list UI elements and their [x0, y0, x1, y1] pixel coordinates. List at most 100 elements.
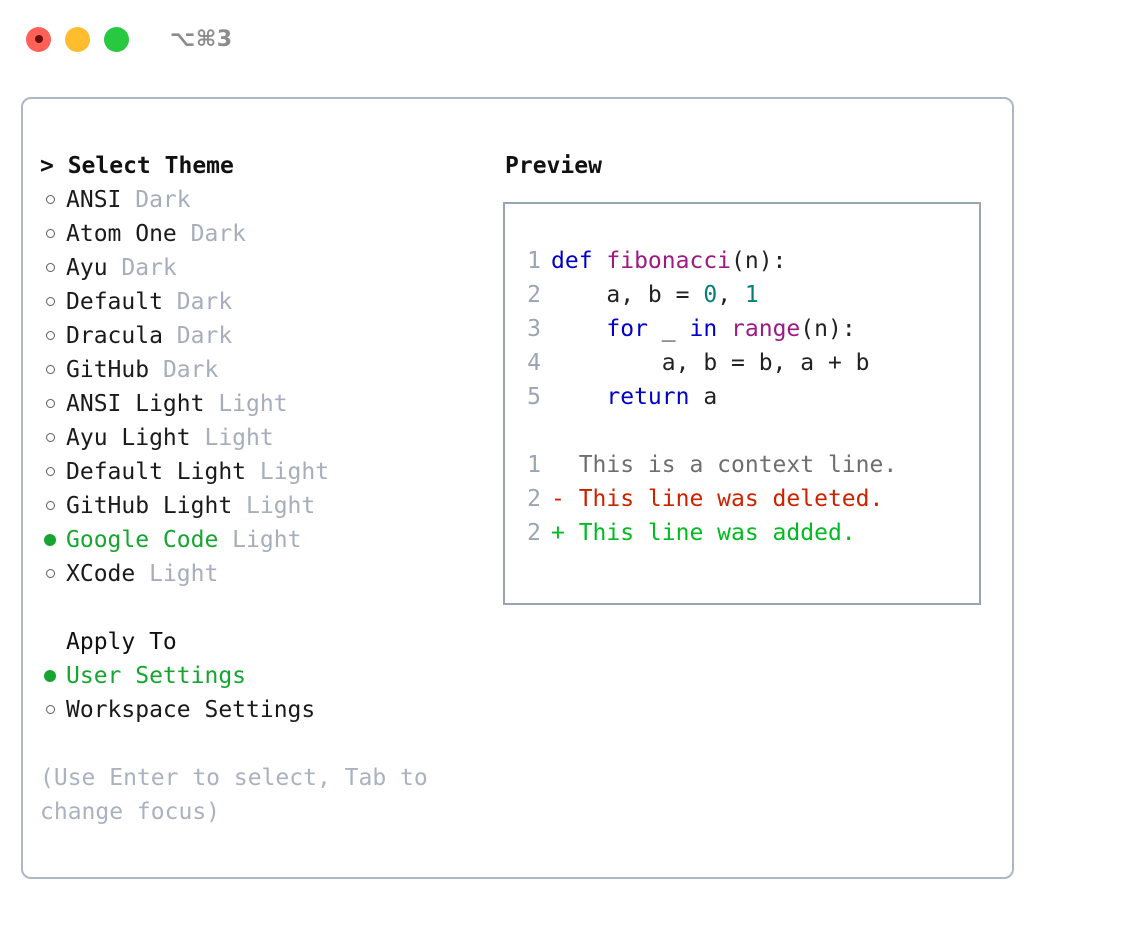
code-token — [717, 316, 731, 342]
radio-unselected-icon — [40, 489, 66, 523]
option-label: ANSI — [66, 187, 122, 213]
code-token: a — [689, 384, 718, 410]
list-spacer — [40, 591, 503, 625]
code-text: a, b = b, a + b — [551, 346, 870, 380]
option-label: Atom One — [66, 221, 177, 247]
option-label: Dracula — [66, 323, 163, 349]
apply-to-header: Apply To — [66, 629, 177, 655]
code-diff-gap — [505, 414, 979, 448]
theme-option-5[interactable]: GitHub Dark — [40, 353, 503, 387]
option-kind-badge: Light — [232, 493, 316, 519]
radio-unselected-icon — [40, 421, 66, 455]
diff-text: - This line was deleted. — [551, 486, 884, 512]
apply-option-0[interactable]: User Settings — [40, 659, 503, 693]
radio-unselected-icon — [40, 319, 66, 353]
radio-unselected-icon — [40, 251, 66, 285]
theme-option-3[interactable]: Default Dark — [40, 285, 503, 319]
theme-option-0[interactable]: ANSI Dark — [40, 183, 503, 217]
option-label: GitHub Light — [66, 493, 233, 519]
option-label: XCode — [66, 561, 136, 587]
minimize-button[interactable] — [65, 26, 90, 52]
diff-line: 2 - This line was deleted. — [505, 482, 979, 516]
code-token — [551, 384, 606, 410]
option-kind-badge: Light — [190, 425, 274, 451]
keyboard-hint: (Use Enter to select, Tab to change focu… — [40, 765, 442, 825]
code-line: 4 a, b = b, a + b — [505, 346, 979, 380]
line-number: 1 — [527, 452, 541, 478]
theme-option-8[interactable]: Default Light Light — [40, 455, 503, 489]
line-number: 3 — [527, 316, 541, 342]
radio-unselected-icon — [40, 217, 66, 251]
option-kind-badge: Dark — [149, 357, 219, 383]
radio-selected-icon — [40, 659, 66, 693]
option-label: Default Light — [66, 459, 247, 485]
close-button[interactable] — [26, 26, 51, 52]
option-kind-badge: Dark — [162, 289, 233, 315]
code-text: a, b = 0, 1 — [551, 278, 758, 312]
option-label: Default — [66, 289, 163, 315]
radio-unselected-icon — [40, 353, 66, 387]
option-kind-badge: Light — [218, 527, 302, 553]
radio-unselected-icon — [40, 455, 66, 489]
radio-unselected-icon — [40, 183, 66, 217]
radio-unselected-icon — [40, 557, 66, 591]
theme-option-2[interactable]: Ayu Dark — [40, 251, 503, 285]
code-token — [551, 316, 606, 342]
option-label: GitHub — [66, 357, 150, 383]
code-token: a, b = b, a + b — [551, 350, 870, 376]
title-bar: ⌥⌘3 — [0, 0, 1140, 78]
theme-option-1[interactable]: Atom One Dark — [40, 217, 503, 251]
option-label: User Settings — [66, 663, 247, 689]
line-number: 2 — [527, 486, 541, 512]
code-token: for — [606, 316, 648, 342]
theme-option-10[interactable]: Google Code Light — [40, 523, 503, 557]
line-number: 5 — [527, 384, 541, 410]
diff-line: 2 + This line was added. — [505, 516, 979, 550]
option-kind-badge: Light — [246, 459, 330, 485]
option-label: Ayu Light — [66, 425, 191, 451]
diff-text: This is a context line. — [551, 452, 898, 478]
code-token: _ — [647, 316, 690, 342]
option-kind-badge: Dark — [121, 187, 191, 213]
select-theme-header: > Select Theme — [40, 153, 234, 179]
radio-selected-icon — [40, 523, 66, 557]
code-token: return — [606, 384, 690, 410]
radio-unselected-icon — [40, 285, 66, 319]
apply-option-1[interactable]: Workspace Settings — [40, 693, 503, 727]
code-token: fibonacci — [606, 248, 732, 274]
radio-unselected-icon — [40, 387, 66, 421]
code-token: range — [731, 316, 801, 342]
option-label: Workspace Settings — [66, 697, 316, 723]
code-token: (n): — [731, 248, 787, 274]
shortcut-label: ⌥⌘3 — [170, 26, 233, 52]
option-label: ANSI Light — [66, 391, 205, 417]
option-kind-badge: Light — [135, 561, 219, 587]
line-number: 4 — [527, 350, 541, 376]
code-line: 2 a, b = 0, 1 — [505, 278, 979, 312]
maximize-button[interactable] — [104, 26, 129, 52]
theme-option-9[interactable]: GitHub Light Light — [40, 489, 503, 523]
diff-text: + This line was added. — [551, 520, 856, 546]
code-token: in — [689, 316, 718, 342]
preview-title: Preview — [505, 153, 602, 179]
code-line: 5 return a — [505, 380, 979, 414]
theme-option-4[interactable]: Dracula Dark — [40, 319, 503, 353]
theme-option-7[interactable]: Ayu Light Light — [40, 421, 503, 455]
option-kind-badge: Dark — [107, 255, 177, 281]
code-token: , — [717, 282, 745, 308]
code-token: 0 — [703, 282, 718, 308]
code-text: def fibonacci(n): — [551, 244, 786, 278]
theme-option-6[interactable]: ANSI Light Light — [40, 387, 503, 421]
line-number: 2 — [527, 520, 541, 546]
diff-line: 1 This is a context line. — [505, 448, 979, 482]
theme-option-11[interactable]: XCode Light — [40, 557, 503, 591]
